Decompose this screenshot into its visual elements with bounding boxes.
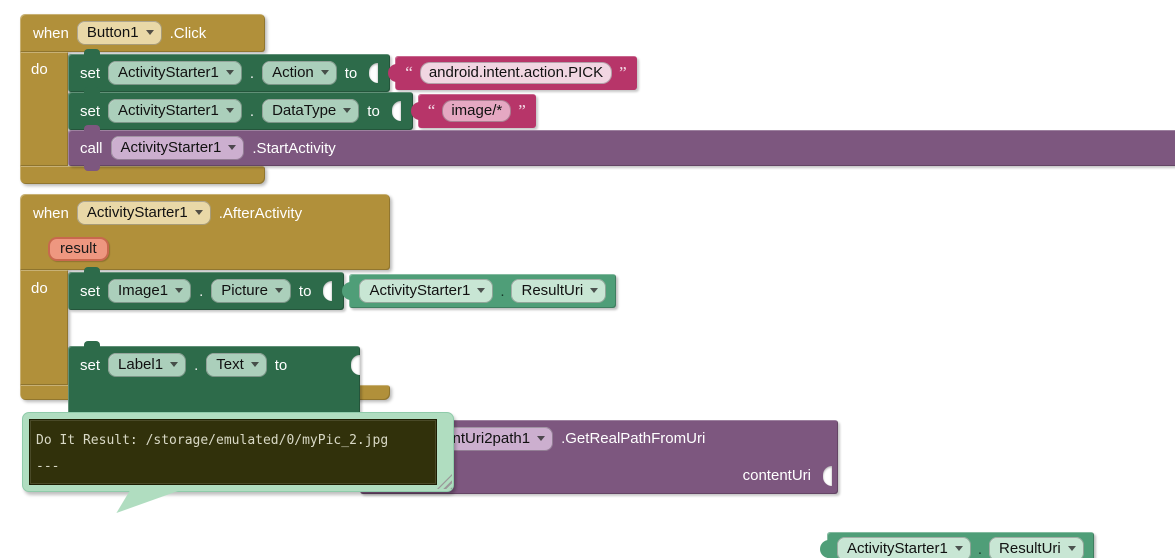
- event-block-button-click-spine[interactable]: do: [20, 52, 68, 166]
- component-dropdown-label1[interactable]: Label1: [108, 353, 187, 377]
- quote-mark: ”: [518, 101, 526, 120]
- quote-mark: ”: [619, 63, 627, 82]
- method-label: .StartActivity: [252, 139, 336, 157]
- component-dropdown-activitystarter1[interactable]: ActivityStarter1: [110, 136, 245, 160]
- dropdown-arrow-icon: [537, 435, 546, 441]
- text-field[interactable]: android.intent.action.PICK: [419, 62, 613, 84]
- to-label: to: [367, 102, 380, 120]
- to-label: to: [344, 64, 358, 82]
- quote-mark: “: [427, 101, 436, 120]
- property-dropdown-picture[interactable]: Picture: [211, 279, 291, 303]
- call-label: call: [80, 139, 103, 157]
- dropdown-arrow-icon: [175, 288, 184, 293]
- dropdown-arrow-icon: [590, 288, 599, 293]
- dropdown-arrow-icon: [320, 70, 329, 75]
- dot-separator: .: [249, 64, 255, 82]
- component-dropdown-button1[interactable]: Button1: [76, 21, 162, 45]
- dropdown-arrow-icon: [274, 288, 283, 293]
- dot-separator: .: [500, 282, 505, 300]
- set-block-action[interactable]: set ActivityStarter1 . Action to: [68, 49, 391, 92]
- set-label: set: [80, 64, 101, 82]
- property-dropdown-text[interactable]: Text: [206, 353, 267, 377]
- set-label: set: [80, 356, 101, 374]
- dropdown-arrow-icon: [1067, 546, 1076, 551]
- text-string-block[interactable]: “ image/* ”: [417, 94, 536, 128]
- dropdown-arrow-icon: [343, 108, 352, 113]
- quote-mark: “: [405, 63, 413, 82]
- dropdown-arrow-icon: [228, 145, 237, 150]
- set-block-label-text[interactable]: set Label1 . Text to: [68, 341, 360, 425]
- do-it-result-bubble[interactable]: Do It Result: /storage/emulated/0/myPic_…: [22, 412, 454, 492]
- value-socket: [369, 63, 379, 83]
- dropdown-arrow-icon: [194, 210, 203, 215]
- text-field[interactable]: image/*: [442, 100, 512, 122]
- component-dropdown-activitystarter1[interactable]: ActivityStarter1: [359, 279, 494, 303]
- arg-label-contenturi: contentUri: [742, 467, 811, 484]
- component-dropdown-image1[interactable]: Image1: [108, 279, 192, 303]
- dropdown-arrow-icon: [250, 362, 259, 367]
- to-label: to: [274, 356, 288, 374]
- set-block-datatype[interactable]: set ActivityStarter1 . DataType to: [68, 87, 413, 130]
- event-block-after-activity-spine[interactable]: do: [20, 270, 68, 385]
- value-socket: [391, 101, 401, 121]
- resize-handle-icon[interactable]: [437, 474, 452, 489]
- do-label: do: [31, 61, 48, 78]
- value-socket: [351, 355, 360, 375]
- when-label: when: [33, 24, 69, 42]
- param-result-badge[interactable]: result: [48, 237, 109, 261]
- value-socket: [823, 465, 832, 486]
- do-it-result-output: Do It Result: /storage/emulated/0/myPic_…: [29, 419, 437, 485]
- when-label: when: [33, 204, 69, 222]
- dropdown-arrow-icon: [954, 546, 963, 551]
- dropdown-arrow-icon: [170, 362, 179, 367]
- call-block-start-activity[interactable]: call ActivityStarter1 .StartActivity: [68, 125, 1175, 171]
- dropdown-arrow-icon: [225, 70, 234, 75]
- dropdown-arrow-icon: [225, 108, 234, 113]
- do-it-result-line: ---: [36, 459, 60, 474]
- set-label: set: [80, 102, 101, 120]
- component-dropdown-activitystarter1[interactable]: ActivityStarter1: [76, 201, 211, 225]
- do-it-result-line: Do It Result: /storage/emulated/0/myPic_…: [36, 433, 389, 448]
- getter-block-resulturi[interactable]: ActivityStarter1 . ResultUri: [349, 274, 617, 308]
- set-block-image-picture[interactable]: set Image1 . Picture to: [68, 267, 345, 310]
- dot-separator: .: [977, 540, 983, 558]
- component-dropdown-activitystarter1[interactable]: ActivityStarter1: [837, 537, 971, 558]
- property-dropdown-datatype[interactable]: DataType: [262, 99, 360, 123]
- property-dropdown-action[interactable]: Action: [262, 61, 337, 85]
- method-label: .GetRealPathFromUri: [561, 430, 706, 447]
- component-dropdown-activitystarter1[interactable]: ActivityStarter1: [108, 99, 242, 123]
- event-block-after-activity-header[interactable]: when ActivityStarter1 .AfterActivity res…: [20, 194, 390, 270]
- getter-block-resulturi[interactable]: ActivityStarter1 . ResultUri: [827, 532, 1094, 558]
- do-label: do: [31, 280, 48, 297]
- dot-separator: .: [194, 356, 199, 374]
- dot-separator: .: [199, 282, 204, 300]
- property-dropdown-resulturi[interactable]: ResultUri: [989, 537, 1084, 558]
- text-string-block[interactable]: “ android.intent.action.PICK ”: [395, 56, 637, 90]
- event-block-button-click-header[interactable]: when Button1 .Click: [20, 14, 265, 52]
- to-label: to: [298, 282, 312, 300]
- component-dropdown-activitystarter1[interactable]: ActivityStarter1: [108, 61, 242, 85]
- value-socket: [323, 281, 333, 301]
- bubble-tail-icon: [116, 489, 184, 513]
- dropdown-arrow-icon: [477, 288, 486, 293]
- dropdown-arrow-icon: [145, 30, 154, 35]
- dot-separator: .: [249, 102, 255, 120]
- event-label: .Click: [169, 24, 207, 42]
- set-label: set: [80, 282, 101, 300]
- event-block-button-click-foot[interactable]: [20, 166, 265, 184]
- event-label: .AfterActivity: [218, 204, 303, 222]
- property-dropdown-resulturi[interactable]: ResultUri: [511, 279, 607, 303]
